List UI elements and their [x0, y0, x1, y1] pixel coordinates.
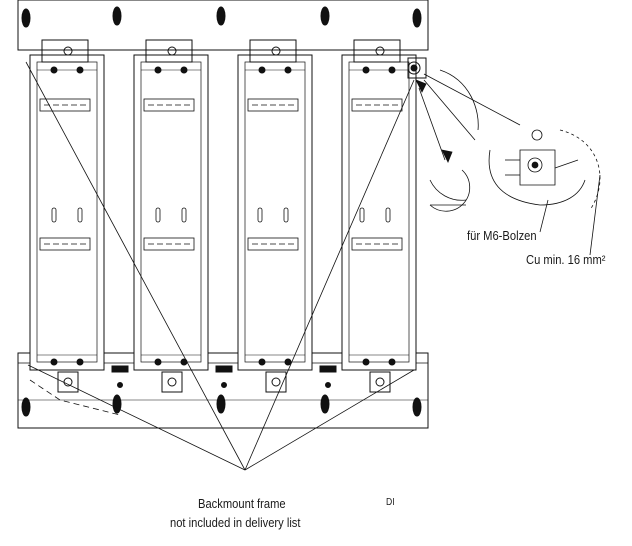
module-3	[237, 54, 313, 371]
top-mounting-slots	[21, 6, 422, 28]
leader-lines	[25, 61, 415, 471]
module-4	[341, 54, 417, 371]
bolt-size-label: für M6-Bolzen	[467, 228, 537, 243]
bottom-brackets	[50, 358, 396, 393]
module-2	[133, 54, 209, 371]
figure-code-label: DI	[386, 497, 395, 508]
backmount-frame-label: Backmount frame	[198, 496, 286, 511]
terminal-rows	[39, 98, 403, 251]
top-brackets	[41, 39, 401, 74]
ground-screw	[407, 57, 427, 79]
ground-detail-callout	[415, 69, 601, 256]
copper-cross-section-label: Cu min. 16 mm²	[526, 252, 606, 267]
module-1	[29, 54, 105, 371]
delivery-note-label: not included in delivery list	[170, 515, 301, 530]
bottom-mounting-slots	[21, 394, 422, 417]
